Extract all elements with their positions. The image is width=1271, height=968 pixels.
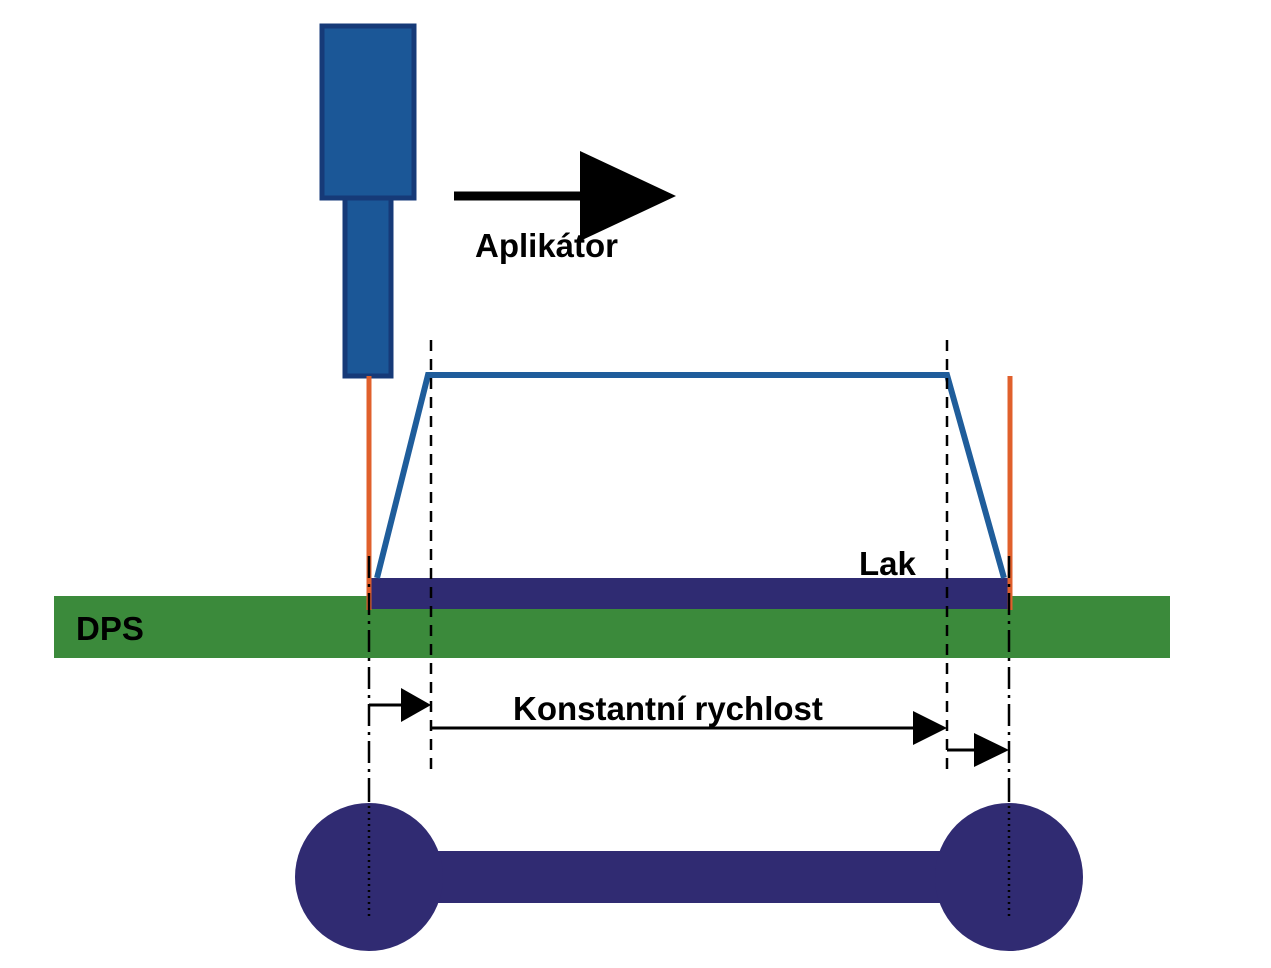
direction-arrow: [454, 151, 676, 241]
coated-track-shape: [295, 803, 1083, 951]
projection-lines: [367, 800, 1011, 920]
guide-lines: [367, 340, 1011, 800]
constant-speed-arrow: [431, 711, 947, 745]
pcb-label: DPS: [76, 610, 144, 647]
deceleration-arrow: [947, 733, 1009, 767]
applicator-tip: [342, 195, 394, 379]
acceleration-arrow-head: [401, 688, 431, 722]
track-end-pad: [935, 803, 1083, 951]
constant-speed-arrow-head: [913, 711, 947, 745]
applicator-nozzle: [319, 23, 417, 379]
speed-profile-line: [374, 372, 1007, 579]
lacquer-label: Lak: [859, 545, 917, 582]
track-bar: [420, 851, 965, 903]
applicator-label: Aplikátor: [475, 227, 618, 264]
deceleration-arrow-head: [974, 733, 1009, 767]
lacquer-layer: [370, 578, 1010, 609]
track-start-pad: [295, 803, 443, 951]
applicator-body: [319, 23, 417, 201]
constant-speed-label: Konstantní rychlost: [513, 690, 823, 727]
acceleration-arrow: [369, 688, 431, 722]
direction-arrow-head: [580, 151, 676, 241]
